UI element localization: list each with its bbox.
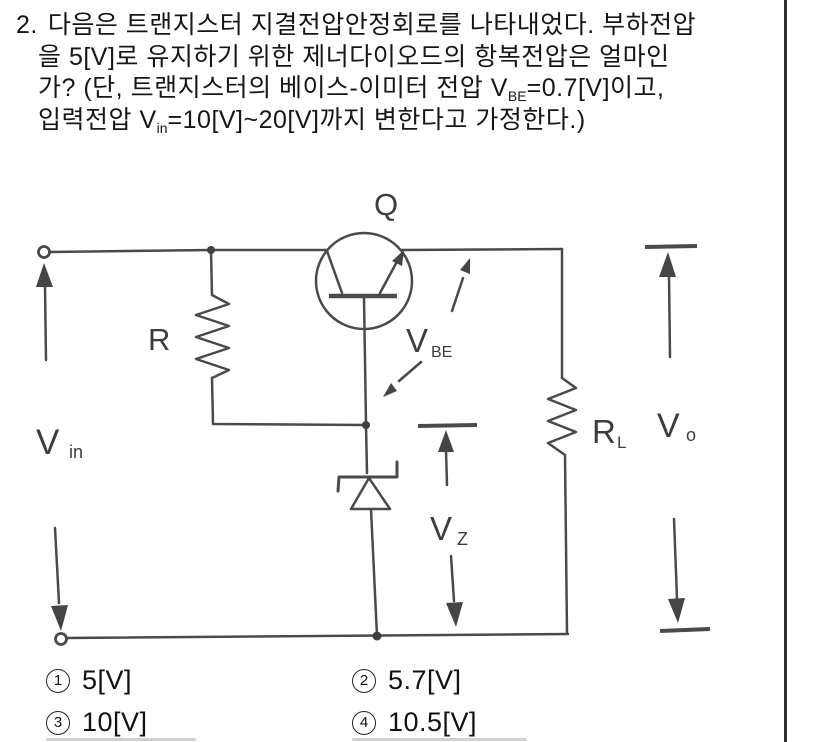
option-4-marker: 4	[352, 710, 376, 735]
vz-label: V	[430, 510, 452, 547]
transistor-collector	[325, 249, 344, 295]
question-number: 2.	[16, 11, 38, 39]
question-block: 2. 다음은 트랜지스터 지결전압안정회로를 나타내었다. 부하전압 을 5[V]…	[16, 10, 778, 136]
wire-r-to-zener	[210, 376, 368, 427]
vo-label-sub: o	[686, 425, 696, 445]
question-text: 다음은 트랜지스터 지결전압안정회로를 나타내었다. 부하전압	[47, 11, 697, 39]
series-resistor-label: R	[148, 322, 170, 357]
vin-up-arrow-icon	[36, 263, 53, 287]
vbe-upper-arrow-icon	[460, 258, 470, 274]
wire-bottom	[64, 632, 570, 640]
question-text: =0.7[V]이고,	[526, 74, 665, 102]
wire-load-bottom	[563, 453, 569, 635]
input-terminal-top	[37, 245, 51, 259]
vin-label-sub: in	[69, 442, 83, 462]
vo-label: V	[657, 407, 680, 445]
option-3-label: 10[V]	[82, 707, 148, 737]
vo-bottom-bar	[659, 627, 711, 633]
question-line-2: 을 5[V]로 유지하기 위한 제너다이오드의 항복전압은 얼마인	[16, 42, 778, 74]
option-2: 2 5.7[V]	[352, 665, 462, 696]
option-3-marker: 3	[46, 710, 70, 735]
vz-up-arrow-shaft	[444, 448, 449, 487]
option-4: 4 10.5[V]	[352, 707, 477, 738]
vin-subscript: in	[156, 119, 168, 136]
vbe-lower-arrow-shaft	[397, 360, 423, 383]
series-resistor-zigzag	[194, 293, 231, 380]
vin-up-arrow-shaft	[43, 284, 48, 362]
vo-down-arrow-icon	[668, 598, 685, 623]
vz-down-arrow-icon	[446, 602, 463, 627]
vo-down-arrow-shaft	[672, 517, 679, 601]
vin-label: V	[36, 423, 60, 462]
input-terminal-bottom	[54, 632, 68, 646]
vo-up-arrow-shaft	[667, 273, 672, 359]
vbe-upper-arrow-shaft	[450, 276, 465, 313]
zener-anode-triangle	[349, 476, 392, 511]
option-4-label: 10.5[V]	[388, 707, 478, 737]
option-3: 3 10[V]	[46, 707, 148, 738]
vz-top-bar	[417, 423, 478, 428]
question-line-1: 2. 다음은 트랜지스터 지결전압안정회로를 나타내었다. 부하전압	[16, 10, 778, 42]
vbe-label-sub: BE	[431, 344, 452, 361]
option-2-marker: 2	[352, 668, 376, 693]
question-text: 입력전압 V	[38, 105, 157, 134]
junction-dot	[372, 631, 382, 641]
vin-down-arrow-icon	[51, 605, 68, 631]
vbe-subscript: BE	[507, 88, 527, 104]
zener-bottom-lead	[369, 507, 379, 638]
zener-top-lead	[364, 423, 369, 475]
junction-dot	[362, 421, 370, 429]
transistor-label: Q	[374, 187, 398, 222]
vin-down-arrow-shaft	[53, 526, 61, 605]
wire-r-top-lead	[209, 248, 214, 297]
page-column-divider	[784, 0, 787, 742]
question-line-4: 입력전압 Vin=10[V]~20[V]까지 변한다고 가정한다.)	[16, 105, 778, 137]
question-line-3: 가? (단, 트랜지스터의 베이스-이미터 전압 VBE=0.7[V]이고,	[16, 73, 778, 105]
question-text: =10[V]~20[V]까지 변한다고 가정한다.)	[167, 105, 586, 134]
wire-base-lead	[362, 296, 368, 426]
load-resistor-zigzag	[546, 376, 578, 457]
vbe-lower-arrow-icon	[383, 383, 397, 397]
zener-cathode-bar	[336, 460, 399, 493]
wire-input-top	[48, 248, 329, 254]
load-resistor-label: R	[592, 413, 616, 450]
transistor-emitter-arrow-icon	[392, 250, 404, 266]
load-resistor-label-sub: L	[617, 433, 626, 452]
question-text: 을 5[V]로 유지하기 위한 제너다이오드의 항복전압은 얼마인	[38, 42, 670, 71]
vo-up-arrow-icon	[659, 252, 676, 277]
vz-down-arrow-shaft	[449, 554, 456, 603]
option-1: 1 5[V]	[46, 665, 132, 696]
question-text: 가? (단, 트랜지스터의 베이스-이미터 전압 V	[38, 74, 508, 102]
vbe-label: V	[406, 322, 428, 359]
wire-emitter-top	[400, 247, 564, 252]
option-2-label: 5.7[V]	[388, 665, 462, 695]
vz-up-arrow-icon	[438, 430, 454, 452]
vz-label-sub: Z	[457, 529, 468, 549]
option-1-label: 5[V]	[82, 665, 133, 695]
vo-top-bar	[644, 244, 698, 249]
option-1-marker: 1	[46, 668, 70, 693]
cutoff-text-fragment	[46, 738, 196, 741]
cutoff-text-fragment	[352, 738, 527, 741]
junction-dot	[207, 246, 215, 254]
